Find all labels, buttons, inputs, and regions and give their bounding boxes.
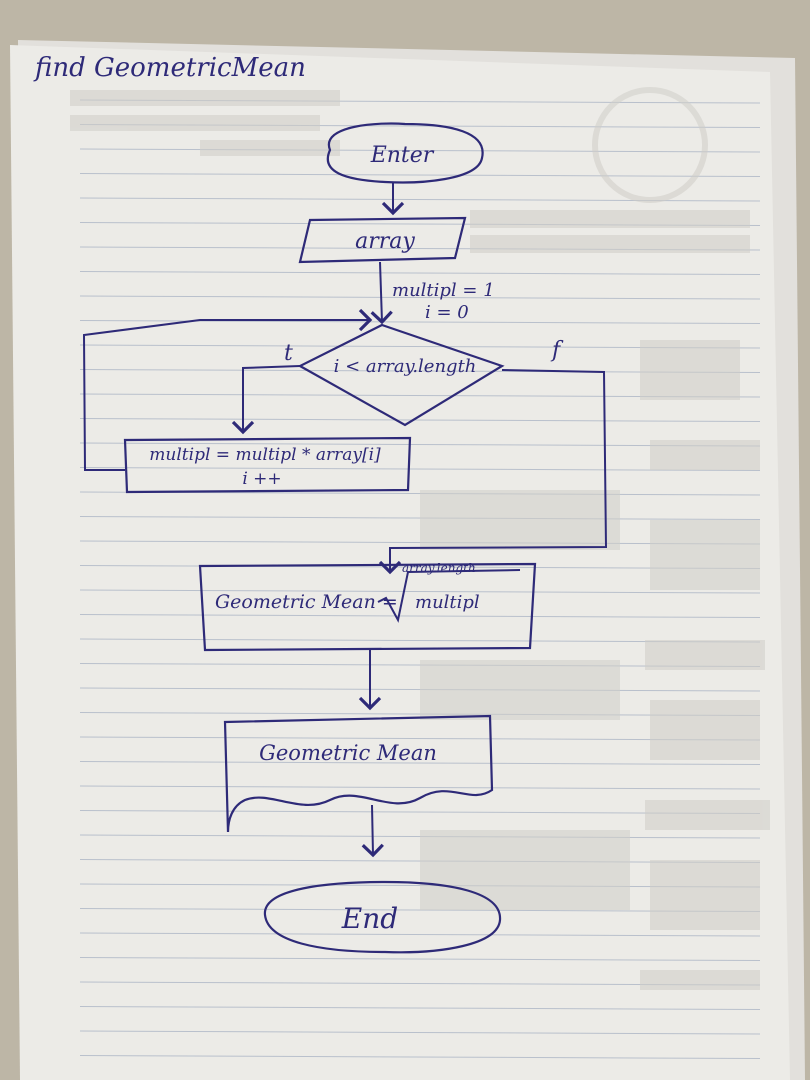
rule-line <box>79 785 761 790</box>
rule-line <box>79 173 761 177</box>
init-multipl: multipl = 1 <box>392 280 495 301</box>
diagram-title: find GeometricMean <box>33 53 306 83</box>
condition-diamond: i < array.length <box>297 323 505 427</box>
rule-line <box>79 1030 761 1035</box>
root-index: array.length <box>402 561 476 575</box>
output-label: Geometric Mean <box>259 741 437 765</box>
loop-body-line-2: i ++ <box>242 469 281 489</box>
compute-radicand: multipl <box>415 592 480 613</box>
true-branch-label: t <box>284 341 293 366</box>
loop-body-process: multipl = multipl * array[i] i ++ <box>123 436 412 494</box>
output-document: Geometric Mean <box>223 714 494 833</box>
rule-line <box>79 271 761 275</box>
rule-line <box>79 614 761 618</box>
rule-line <box>79 295 761 300</box>
arrow-loop-back <box>82 308 373 471</box>
root-sign <box>377 569 521 623</box>
condition-label: i < array.length <box>334 356 477 377</box>
rule-line <box>79 148 761 153</box>
rule-line <box>79 589 761 594</box>
rule-line <box>79 467 761 471</box>
start-label: Enter <box>370 143 435 168</box>
arrow-input-to-condition <box>370 261 393 325</box>
bleed-through-print <box>70 87 770 990</box>
rule-line <box>79 957 761 961</box>
loop-body-line-1: multipl = multipl * array[i] <box>149 445 381 465</box>
end-label: End <box>341 902 398 935</box>
rule-line <box>79 1055 761 1059</box>
rule-line <box>79 761 761 765</box>
rule-line <box>79 1006 761 1010</box>
end-terminator: End <box>263 880 502 954</box>
rule-line <box>79 565 761 569</box>
start-terminator: Enter <box>326 122 484 184</box>
rule-line <box>79 736 761 741</box>
arrow-output-to-end <box>361 804 384 858</box>
rule-line <box>79 418 761 422</box>
compute-lhs: Geometric Mean = <box>215 591 398 613</box>
arrow-false-branch <box>378 369 608 575</box>
rule-line <box>79 932 761 937</box>
input-label: array <box>355 229 415 254</box>
input-parallelogram: array <box>298 216 467 264</box>
rule-line <box>79 442 761 447</box>
arrow-true-branch <box>231 365 301 435</box>
init-i: i = 0 <box>425 302 469 323</box>
compute-process: Geometric Mean = array.length multipl <box>198 561 537 652</box>
